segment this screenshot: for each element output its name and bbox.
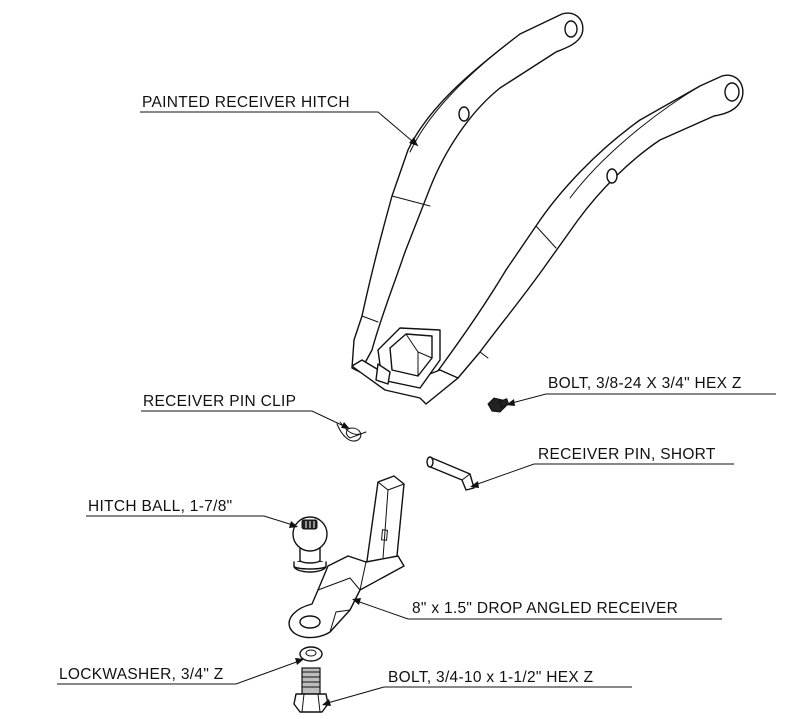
lockwasher-part (299, 646, 323, 662)
label-drop-angled-receiver: 8" x 1.5" DROP ANGLED RECEIVER (352, 598, 722, 620)
svg-text:8" x 1.5" DROP ANGLED RECEIVER: 8" x 1.5" DROP ANGLED RECEIVER (412, 600, 678, 617)
svg-text:HITCH BALL, 1-7/8": HITCH BALL, 1-7/8" (88, 498, 232, 515)
label-lockwasher: LOCKWASHER, 3/4" Z (57, 658, 304, 685)
label-painted-receiver-hitch: PAINTED RECEIVER HITCH (140, 94, 419, 147)
hitch-ball-part (292, 516, 328, 573)
label-receiver-pin-short: RECEIVER PIN, SHORT (470, 446, 734, 488)
receiver-pin-clip-part (336, 421, 367, 442)
svg-text:PAINTED RECEIVER HITCH: PAINTED RECEIVER HITCH (142, 94, 350, 111)
bolt-large-part (293, 667, 329, 713)
painted-receiver-hitch-part (351, 12, 744, 405)
svg-text:BOLT, 3/8-24 X 3/4" HEX Z: BOLT, 3/8-24 X 3/4" HEX Z (548, 375, 742, 392)
drop-angled-receiver-part (288, 475, 405, 639)
svg-text:RECEIVER PIN CLIP: RECEIVER PIN CLIP (143, 393, 296, 410)
svg-text:LOCKWASHER, 3/4" Z: LOCKWASHER, 3/4" Z (59, 666, 224, 683)
svg-text:BOLT, 3/4-10 x 1-1/2" HEX Z: BOLT, 3/4-10 x 1-1/2" HEX Z (388, 669, 593, 686)
label-bolt-small: BOLT, 3/8-24 X 3/4" HEX Z (506, 375, 776, 406)
svg-text:RECEIVER PIN, SHORT: RECEIVER PIN, SHORT (538, 446, 716, 463)
label-hitch-ball: HITCH BALL, 1-7/8" (86, 498, 298, 528)
label-receiver-pin-clip: RECEIVER PIN CLIP (141, 393, 350, 429)
receiver-pin-short-part (426, 456, 475, 491)
bolt-small-part (487, 397, 510, 413)
label-bolt-large: BOLT, 3/4-10 x 1-1/2" HEX Z (322, 669, 632, 706)
